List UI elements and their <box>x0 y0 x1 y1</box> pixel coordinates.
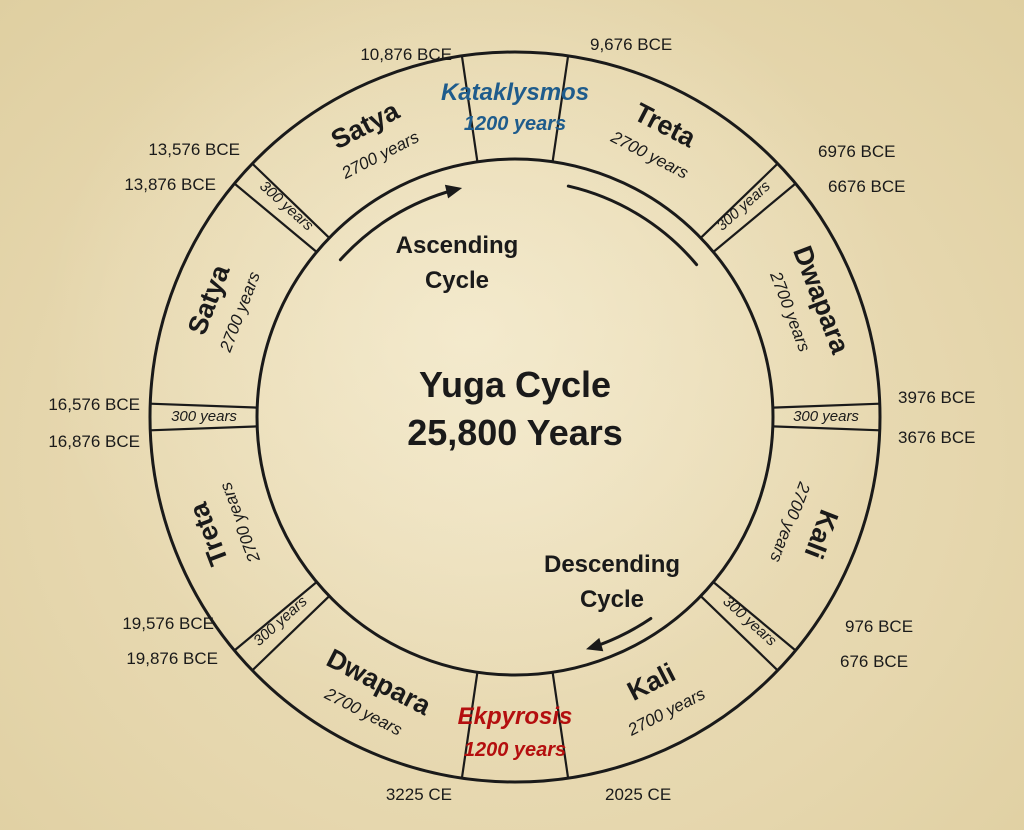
segment-duration: 1200 years <box>464 113 566 135</box>
boundary-date: 19,876 BCE <box>126 649 218 668</box>
boundary-dates: 9,676 BCE 6976 BCE 6676 BCE 3976 BCE 367… <box>48 35 975 804</box>
boundary-date: 16,576 BCE <box>48 395 140 414</box>
descending-cycle-label: Descending Cycle <box>544 551 680 613</box>
descending-tail-arc <box>566 184 699 267</box>
boundary-date: 13,876 BCE <box>124 175 216 194</box>
ascending-cycle-arrow <box>338 184 463 262</box>
segment-divider-line <box>251 595 331 672</box>
ascending-arrow-arc <box>338 188 456 262</box>
transition-label: 300 years <box>793 408 859 425</box>
segment-label-satya-ascending-2: Satya 2700 years <box>326 95 422 183</box>
segment-label-satya-ascending-1: Satya 2700 years <box>182 260 264 355</box>
boundary-date: 6976 BCE <box>818 142 896 161</box>
descending-arrowhead <box>586 637 604 652</box>
boundary-date: 3976 BCE <box>898 388 976 407</box>
segment-divider-line <box>150 402 258 409</box>
segment-name: Ekpyrosis <box>458 703 573 730</box>
segment-divider-line <box>699 162 779 239</box>
segment-label-ekpyrosis: Ekpyrosis 1200 years <box>458 703 573 761</box>
diagram-title: Yuga Cycle 25,800 Years <box>407 364 623 453</box>
segment-label-kataklysmos: Kataklysmos 1200 years <box>441 79 589 135</box>
segment-divider-line <box>699 595 779 672</box>
segment-divider-line <box>150 425 258 432</box>
segment-duration: 1200 years <box>464 739 566 761</box>
segment-label-kali-bottom: Kali 2700 years <box>622 657 708 740</box>
segment-divider-line <box>460 672 479 779</box>
boundary-date: 9,676 BCE <box>590 35 672 54</box>
segment-divider-line <box>551 672 570 779</box>
segment-label-treta-ascending: Treta 2700 years <box>183 479 264 570</box>
title-line-1: Yuga Cycle <box>419 364 611 405</box>
boundary-date: 13,576 BCE <box>148 140 240 159</box>
segment-name: Kataklysmos <box>441 79 589 106</box>
descending-cycle-arrow <box>586 617 653 652</box>
ascending-cycle-label: Ascending Cycle <box>396 232 519 294</box>
inner-circle <box>255 157 775 677</box>
ascending-label-line-1: Ascending <box>396 232 519 259</box>
boundary-date: 19,576 BCE <box>122 614 214 633</box>
segment-divider-line <box>772 425 880 432</box>
segment-divider-line <box>233 581 318 652</box>
segment-divider-line <box>772 402 880 409</box>
segment-divider-line <box>251 162 331 239</box>
segment-divider-line <box>460 55 479 162</box>
transition-label: 300 years <box>171 408 237 425</box>
boundary-date: 3676 BCE <box>898 428 976 447</box>
segment-label-treta-descending: Treta 2700 years <box>607 97 701 183</box>
boundary-date: 3225 CE <box>386 785 452 804</box>
segment-name: Kali <box>798 506 844 563</box>
segment-divider-line <box>712 182 797 253</box>
ascending-label-line-2: Cycle <box>425 267 489 294</box>
segment-divider-line <box>551 55 570 162</box>
boundary-date: 6676 BCE <box>828 177 906 196</box>
segment-label-kali-descending: Kali 2700 years <box>766 479 844 566</box>
ascending-arrowhead <box>444 184 463 199</box>
segment-divider-line <box>712 581 797 652</box>
boundary-date: 976 BCE <box>845 617 913 636</box>
descending-label-line-2: Cycle <box>580 586 644 613</box>
descending-label-line-1: Descending <box>544 551 680 578</box>
boundary-date: 676 BCE <box>840 652 908 671</box>
outer-circle <box>148 50 882 784</box>
title-line-2: 25,800 Years <box>407 412 623 453</box>
boundary-date: 16,876 BCE <box>48 432 140 451</box>
boundary-date: 2025 CE <box>605 785 671 804</box>
segment-label-dwapara-descending: Dwapara 2700 years <box>766 242 856 359</box>
boundary-date: 10,876 BCE <box>360 45 452 64</box>
segment-divider-line <box>233 182 318 253</box>
segment-dividers <box>150 55 880 779</box>
